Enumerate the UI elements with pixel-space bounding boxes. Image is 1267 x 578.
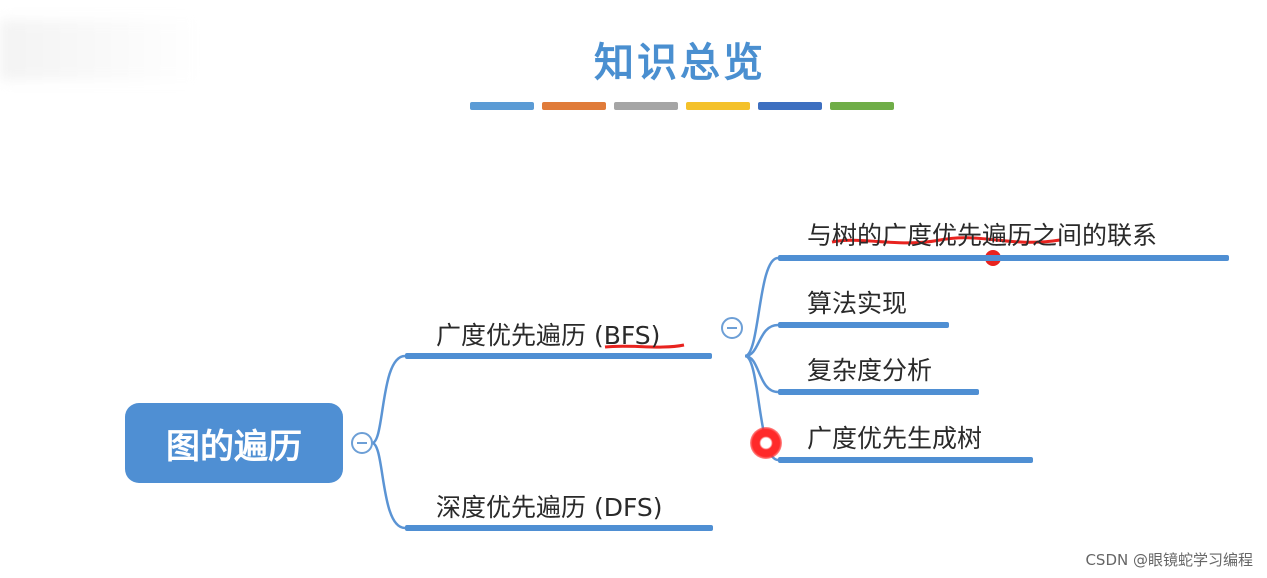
branch-bfs-line	[405, 353, 712, 359]
color-bar-2	[542, 102, 606, 110]
bfs-child-tree-relation[interactable]: 与树的广度优先遍历之间的联系	[807, 221, 1158, 250]
root-node[interactable]: 图的遍历	[125, 403, 343, 483]
bfs-child-line-1	[778, 255, 1229, 261]
bfs-child-line-4	[778, 457, 1033, 463]
pointer-highlight-icon	[750, 427, 782, 459]
bfs-child-algorithm[interactable]: 算法实现	[807, 289, 908, 318]
bfs-child-line-2	[778, 322, 949, 328]
root-label: 图的遍历	[166, 426, 302, 467]
blurred-logo-area	[0, 20, 200, 80]
bfs-child-complexity[interactable]: 复杂度分析	[807, 356, 933, 385]
bfs-child-spanning-tree[interactable]: 广度优先生成树	[807, 424, 983, 453]
bfs-child-line-3	[778, 389, 979, 395]
branch-bfs-label[interactable]: 广度优先遍历 (BFS)	[436, 321, 661, 350]
title-text: 知识总览	[594, 40, 766, 86]
minus-icon	[357, 442, 367, 444]
branch-dfs-line	[405, 525, 713, 531]
color-bar-1	[470, 102, 534, 110]
collapse-root-button[interactable]	[351, 432, 373, 454]
color-bar-6	[830, 102, 894, 110]
slide-title: 知识总览	[580, 30, 780, 88]
color-bar-4	[686, 102, 750, 110]
title-color-bars	[470, 102, 894, 110]
branch-dfs-label[interactable]: 深度优先遍历 (DFS)	[436, 493, 663, 522]
watermark: CSDN @眼镜蛇学习编程	[1085, 551, 1253, 569]
minus-icon	[727, 327, 737, 329]
color-bar-3	[614, 102, 678, 110]
collapse-bfs-button[interactable]	[721, 317, 743, 339]
color-bar-5	[758, 102, 822, 110]
